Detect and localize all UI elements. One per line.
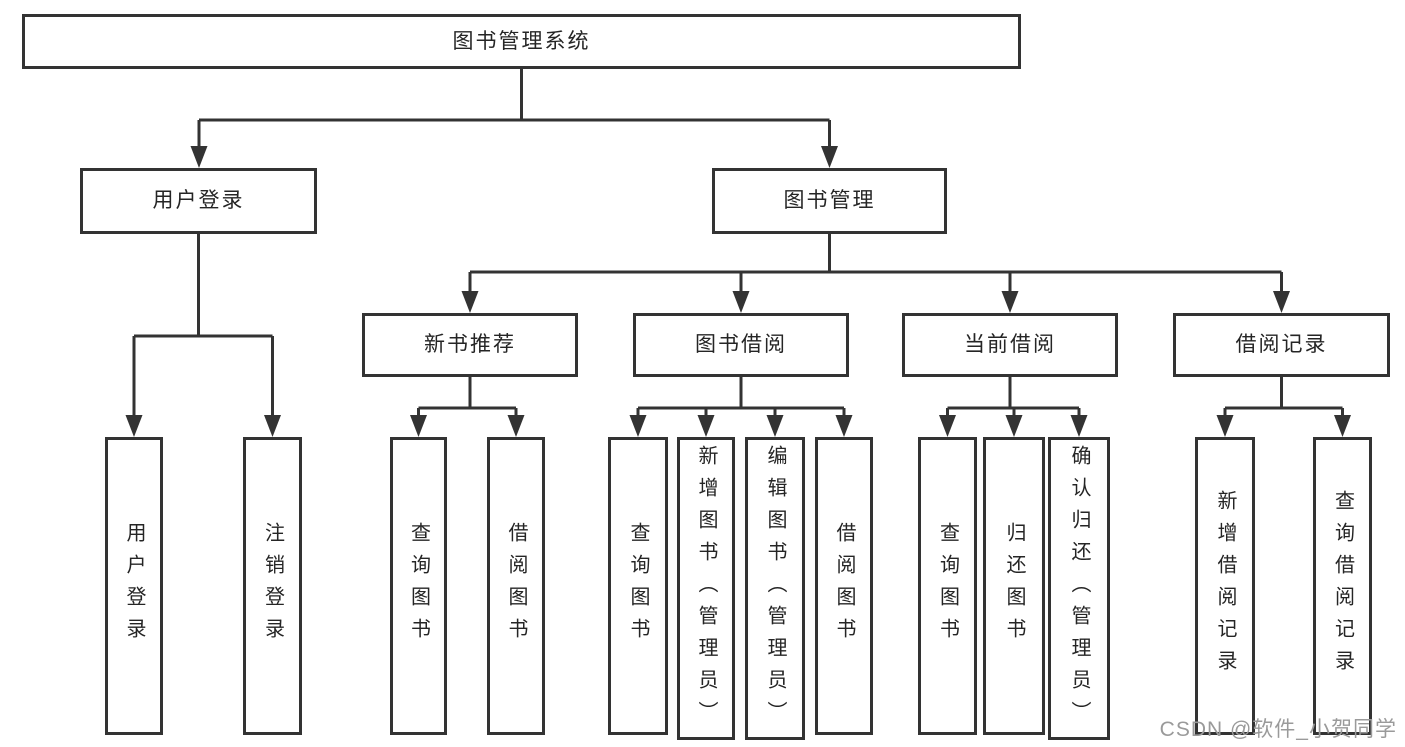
node-edit-books-admin: 编辑图书（管理员） bbox=[745, 437, 805, 740]
node-add-borrow-record-label: 新增借阅记录 bbox=[1214, 490, 1236, 682]
node-user-login-label: 用户登录 bbox=[152, 189, 245, 213]
connector-book-mgmt-split bbox=[468, 233, 1283, 295]
node-current-borrowing: 当前借阅 bbox=[902, 313, 1118, 377]
arrowhead bbox=[125, 415, 143, 437]
arrowhead bbox=[1273, 291, 1290, 313]
node-query-borrow-record: 查询借阅记录 bbox=[1313, 437, 1372, 735]
node-query-books-2: 查询图书 bbox=[608, 437, 668, 735]
node-book-borrowing-label: 图书借阅 bbox=[695, 333, 787, 357]
node-borrow-records: 借阅记录 bbox=[1173, 313, 1390, 377]
connector-user-login-split bbox=[132, 233, 274, 419]
arrowhead bbox=[190, 146, 208, 168]
node-logout: 注销登录 bbox=[243, 437, 302, 735]
arrowhead bbox=[410, 415, 427, 437]
arrowhead bbox=[939, 415, 956, 437]
arrowhead bbox=[1070, 415, 1088, 437]
node-library-system: 图书管理系统 bbox=[22, 14, 1021, 69]
connector-root-split bbox=[197, 68, 831, 150]
node-borrow-books-1: 借阅图书 bbox=[487, 437, 545, 735]
node-add-books-admin-label: 新增图书（管理员） bbox=[695, 444, 717, 733]
node-confirm-return-admin-label: 确认归还（管理员） bbox=[1068, 444, 1090, 733]
connector-current-borrow-split bbox=[946, 377, 1081, 419]
arrowhead bbox=[732, 291, 750, 313]
node-return-books-label: 归还图书 bbox=[1003, 522, 1025, 650]
node-logout-label: 注销登录 bbox=[261, 522, 284, 650]
node-query-books-1-label: 查询图书 bbox=[407, 522, 430, 650]
arrowhead bbox=[461, 291, 479, 313]
arrowhead bbox=[1216, 415, 1234, 437]
arrowhead bbox=[507, 415, 525, 437]
node-user-login-action: 用户登录 bbox=[105, 437, 163, 735]
node-query-books-3-label: 查询图书 bbox=[936, 522, 959, 650]
node-user-login-action-label: 用户登录 bbox=[123, 522, 145, 650]
arrowhead bbox=[629, 415, 647, 437]
node-book-borrowing: 图书借阅 bbox=[633, 313, 849, 377]
node-book-management: 图书管理 bbox=[712, 168, 947, 234]
arrowhead bbox=[1005, 415, 1023, 437]
arrowhead bbox=[264, 415, 281, 437]
node-new-book-recommend: 新书推荐 bbox=[362, 313, 578, 377]
node-borrow-books-1-label: 借阅图书 bbox=[505, 522, 527, 650]
node-borrow-books-2: 借阅图书 bbox=[815, 437, 873, 735]
arrowhead bbox=[766, 415, 784, 437]
arrowhead bbox=[1334, 415, 1351, 437]
node-return-books: 归还图书 bbox=[983, 437, 1045, 735]
node-library-system-label: 图书管理系统 bbox=[452, 29, 591, 53]
arrowhead bbox=[821, 146, 838, 168]
arrowhead bbox=[1001, 291, 1019, 313]
watermark: CSDN @软件_小贺同学 bbox=[1159, 718, 1397, 741]
node-current-borrowing-label: 当前借阅 bbox=[964, 333, 1056, 357]
node-borrow-books-2-label: 借阅图书 bbox=[833, 522, 855, 650]
arrowhead bbox=[835, 415, 853, 437]
node-query-books-3: 查询图书 bbox=[918, 437, 977, 735]
connector-new-book-split bbox=[417, 377, 518, 419]
node-add-borrow-record: 新增借阅记录 bbox=[1195, 437, 1255, 735]
connector-borrow-records-split bbox=[1223, 377, 1344, 419]
node-add-books-admin: 新增图书（管理员） bbox=[677, 437, 735, 740]
node-query-books-2-label: 查询图书 bbox=[627, 522, 649, 650]
node-user-login: 用户登录 bbox=[80, 168, 317, 234]
node-confirm-return-admin: 确认归还（管理员） bbox=[1048, 437, 1110, 740]
node-book-management-label: 图书管理 bbox=[783, 189, 876, 213]
node-borrow-records-label: 借阅记录 bbox=[1235, 333, 1328, 357]
connector-book-borrow-split bbox=[636, 377, 846, 419]
node-new-book-recommend-label: 新书推荐 bbox=[424, 333, 516, 357]
node-edit-books-admin-label: 编辑图书（管理员） bbox=[764, 444, 786, 733]
node-query-borrow-record-label: 查询借阅记录 bbox=[1331, 490, 1354, 682]
node-query-books-1: 查询图书 bbox=[390, 437, 447, 735]
arrowhead bbox=[697, 415, 715, 437]
